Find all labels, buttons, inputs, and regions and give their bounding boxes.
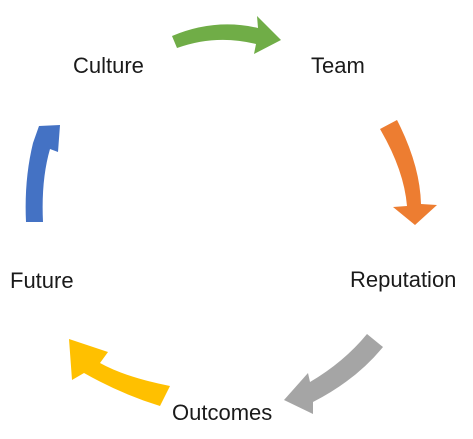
- arrow-culture-to-team: [172, 16, 281, 54]
- arrow-team-to-reputation: [380, 120, 437, 225]
- stage-label-future: Future: [10, 268, 74, 293]
- arrow-future-to-culture: [25, 125, 60, 222]
- stage-label-reputation: Reputation: [350, 267, 457, 292]
- stage-label-culture: Culture: [73, 53, 144, 78]
- stage-label-outcomes: Outcomes: [172, 400, 273, 425]
- stage-label-team: Team: [311, 53, 365, 78]
- arrow-reputation-to-outcomes: [284, 334, 383, 414]
- arrow-outcomes-to-future: [69, 339, 170, 406]
